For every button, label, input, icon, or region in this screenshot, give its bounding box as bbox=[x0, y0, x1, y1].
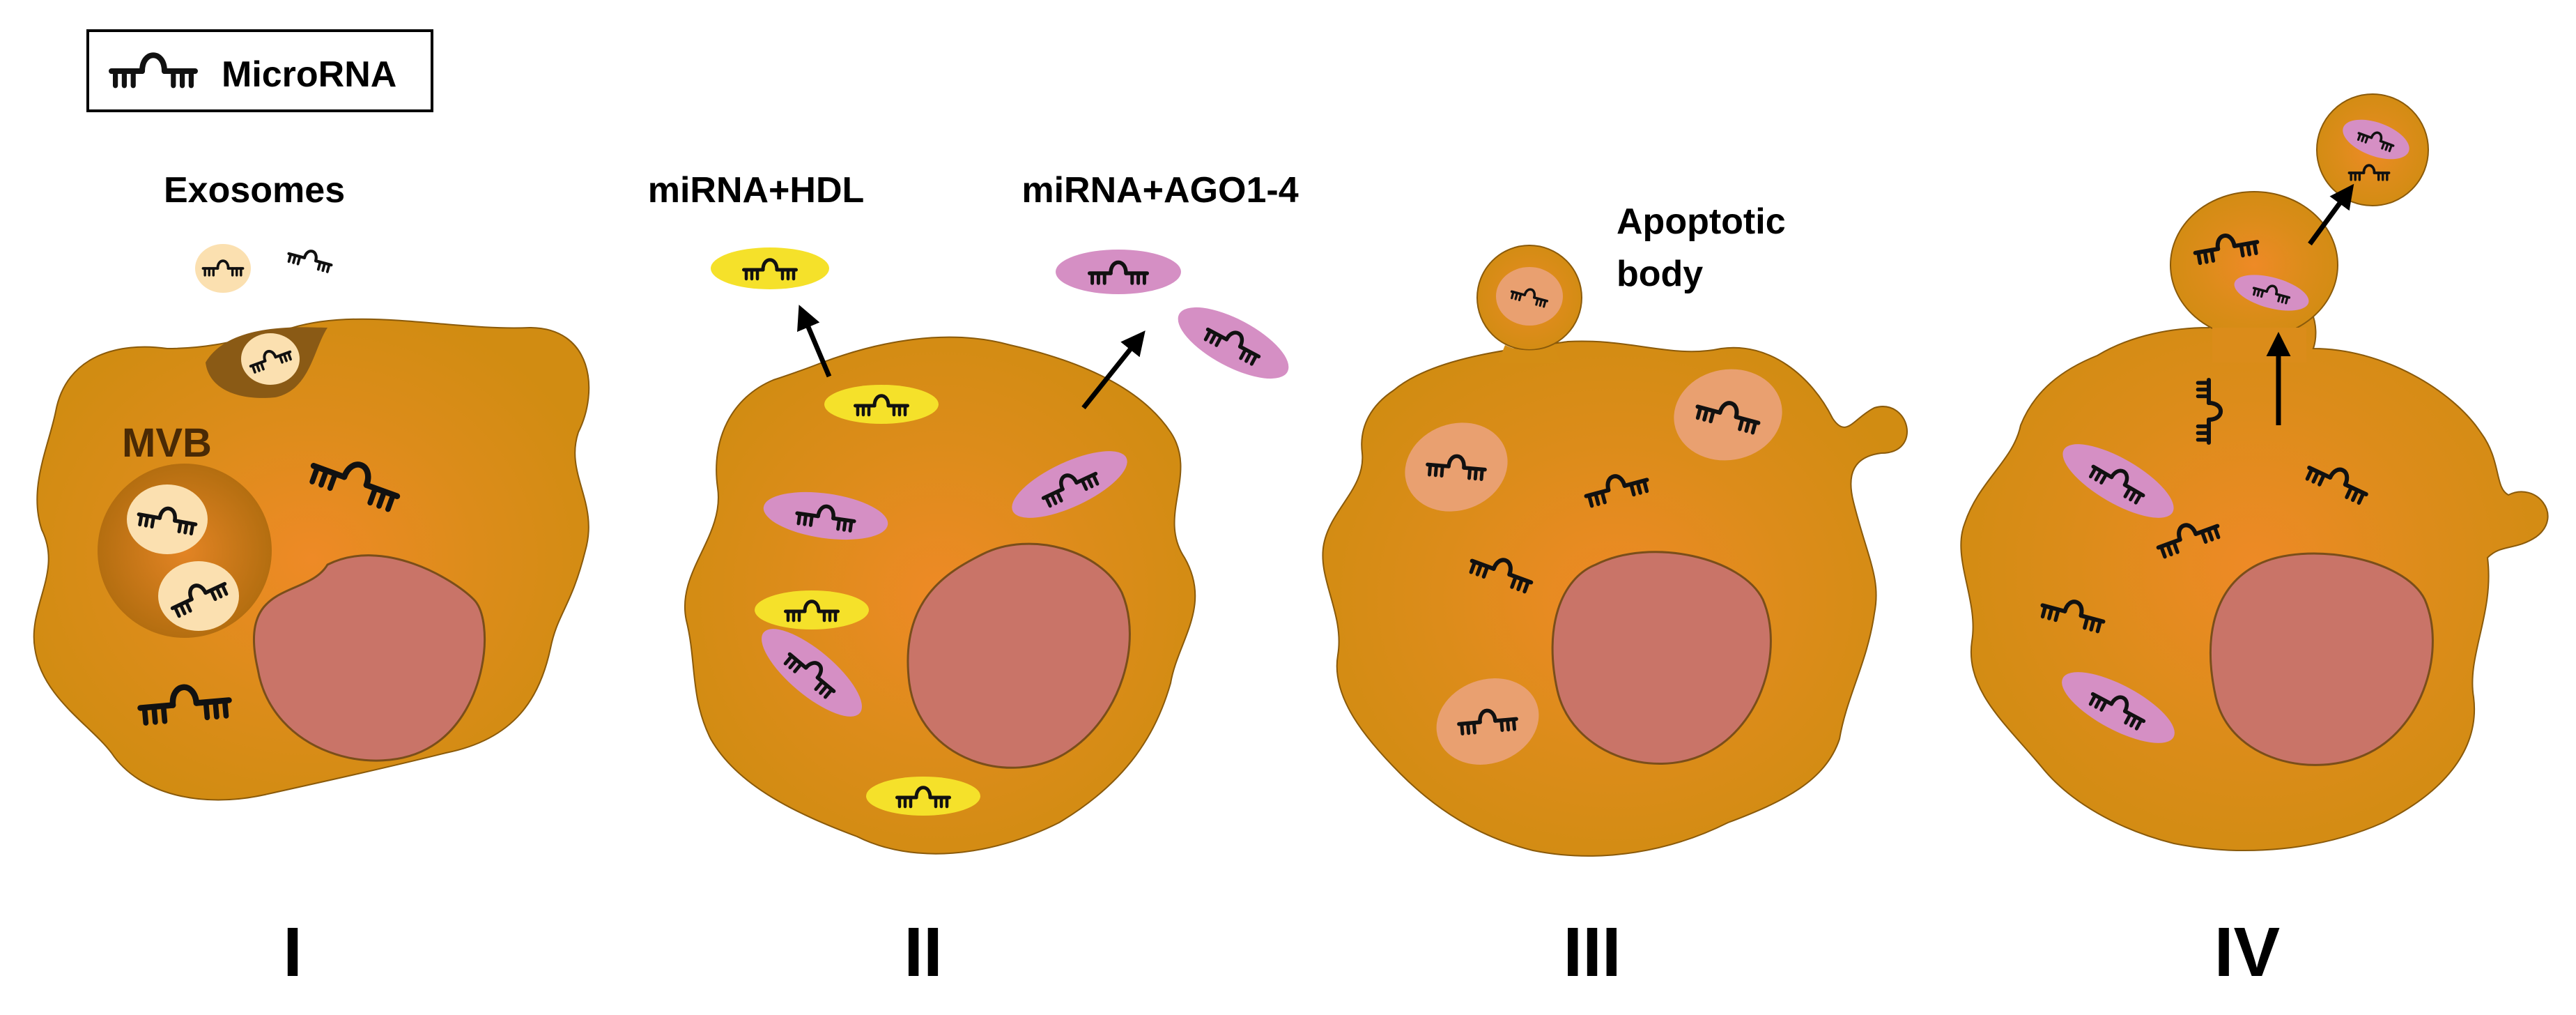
ago-complex bbox=[763, 491, 888, 540]
apoptotic-vesicle bbox=[1674, 369, 1782, 461]
apoptotic-vesicle bbox=[1496, 267, 1563, 326]
panel-3-cell bbox=[1322, 245, 1908, 857]
exosomes-label: Exosomes bbox=[164, 170, 345, 211]
ago-label: miRNA+AGO1-4 bbox=[1021, 170, 1298, 211]
apoptotic-body-label-line2: body bbox=[1617, 254, 1703, 294]
panel-4-cell bbox=[1960, 93, 2549, 851]
panel-4-numeral: IV bbox=[2214, 913, 2281, 991]
panel-2-numeral: II bbox=[904, 913, 943, 991]
mvb-label: MVB bbox=[122, 420, 212, 466]
membrane-bleb bbox=[2170, 191, 2338, 339]
ago-complex bbox=[2062, 672, 2175, 743]
ago-complex bbox=[1012, 451, 1127, 518]
legend: MicroRNA bbox=[86, 29, 433, 112]
released-hdl-particle bbox=[711, 247, 829, 289]
hdl-particle bbox=[755, 590, 869, 629]
apoptotic-body-neck bbox=[1498, 345, 1561, 362]
ago-complex bbox=[2234, 275, 2309, 311]
microrna-icon bbox=[287, 245, 334, 272]
panel-1-mvb-exosome bbox=[127, 484, 208, 554]
hdl-particle bbox=[824, 385, 939, 424]
hdl-label: miRNA+HDL bbox=[648, 170, 865, 211]
apoptotic-vesicle bbox=[1436, 678, 1539, 765]
membrane-bleb-neck bbox=[2212, 328, 2306, 362]
panel-1-released-exosome bbox=[195, 244, 251, 293]
ago-complex bbox=[2062, 444, 2174, 518]
release-arrow bbox=[797, 305, 832, 378]
panel-4-nucleus bbox=[2209, 552, 2434, 766]
ago-complex bbox=[762, 629, 862, 717]
panel-1-mvb-exosome bbox=[158, 561, 239, 631]
release-arrow bbox=[2308, 183, 2354, 246]
hdl-particle bbox=[866, 777, 980, 816]
panel-3-numeral: III bbox=[1563, 913, 1621, 991]
apoptotic-body-label-line1: Apoptotic bbox=[1617, 201, 1786, 242]
released-ago-complex bbox=[1056, 250, 1181, 294]
panel-1-cell: MVB bbox=[33, 318, 590, 801]
ago-complex bbox=[2343, 119, 2409, 160]
release-arrow bbox=[1081, 330, 1146, 410]
panel-2-cell bbox=[684, 305, 1196, 855]
panel-1-nucleus bbox=[253, 554, 486, 762]
panel-3-nucleus bbox=[1551, 551, 1772, 765]
released-ago-complex bbox=[1178, 307, 1289, 379]
apoptotic-vesicle bbox=[1405, 422, 1508, 512]
panel-1-numeral: I bbox=[283, 913, 302, 991]
panel-2-nucleus bbox=[907, 542, 1131, 769]
legend-label: MicroRNA bbox=[222, 54, 396, 95]
